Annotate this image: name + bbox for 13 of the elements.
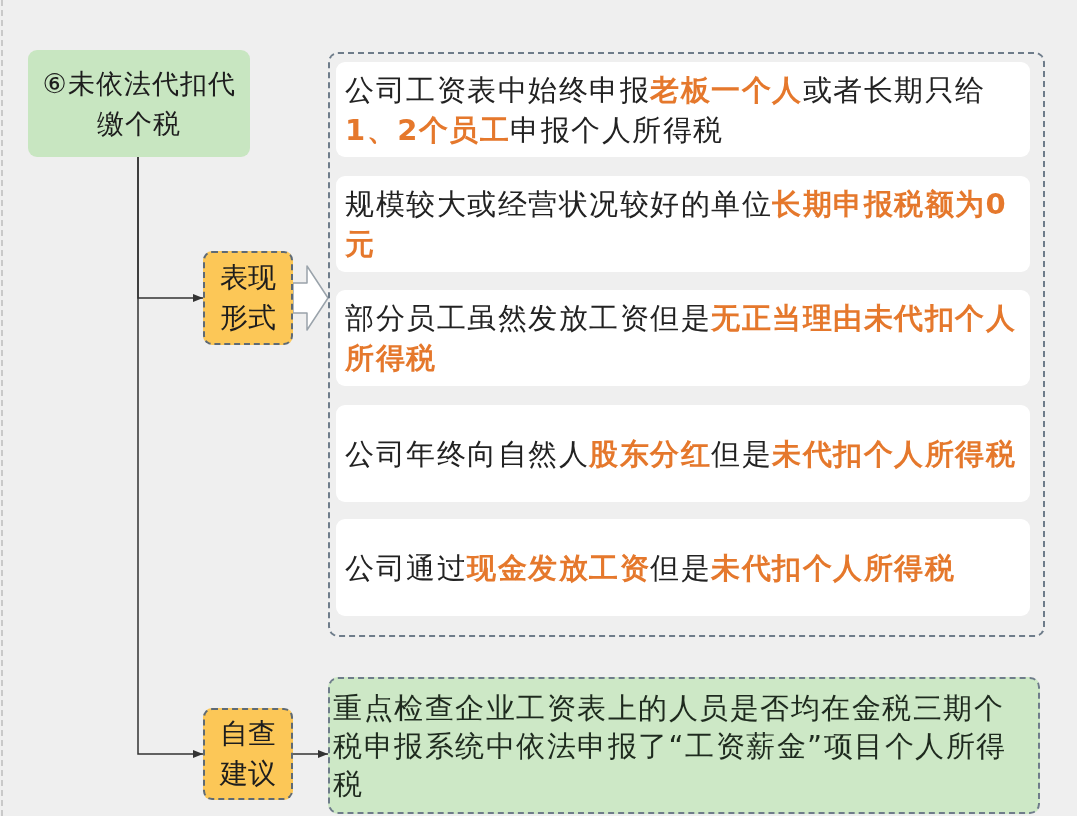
item-card: 规模较大或经营状况较好的单位长期申报税额为0元 (336, 176, 1030, 272)
item-card: 部分员工虽然发放工资但是无正当理由未代扣个人所得税 (336, 290, 1030, 386)
block-arrow (292, 265, 329, 331)
item-card: 公司工资表中始终申报老板一个人或者长期只给1、2个员工申报个人所得税 (336, 62, 1030, 157)
dashed-frame (328, 52, 1045, 637)
advice-box: 重点检查企业工资表上的人员是否均在金税三期个税申报系统中依法申报了“工资薪金”项目个人所得税 (328, 677, 1040, 814)
item-card: 公司通过现金发放工资但是未代扣个人所得税 (336, 519, 1030, 616)
item-card: 公司年终向自然人股东分红但是未代扣个人所得税 (336, 405, 1030, 502)
connector-arrow (137, 156, 204, 758)
connector-arrow (292, 750, 329, 758)
tag-box: 表现形式 (203, 251, 293, 345)
topic-box: ⑥未依法代扣代缴个税 (28, 50, 250, 157)
tag-box: 自查建议 (203, 708, 293, 800)
